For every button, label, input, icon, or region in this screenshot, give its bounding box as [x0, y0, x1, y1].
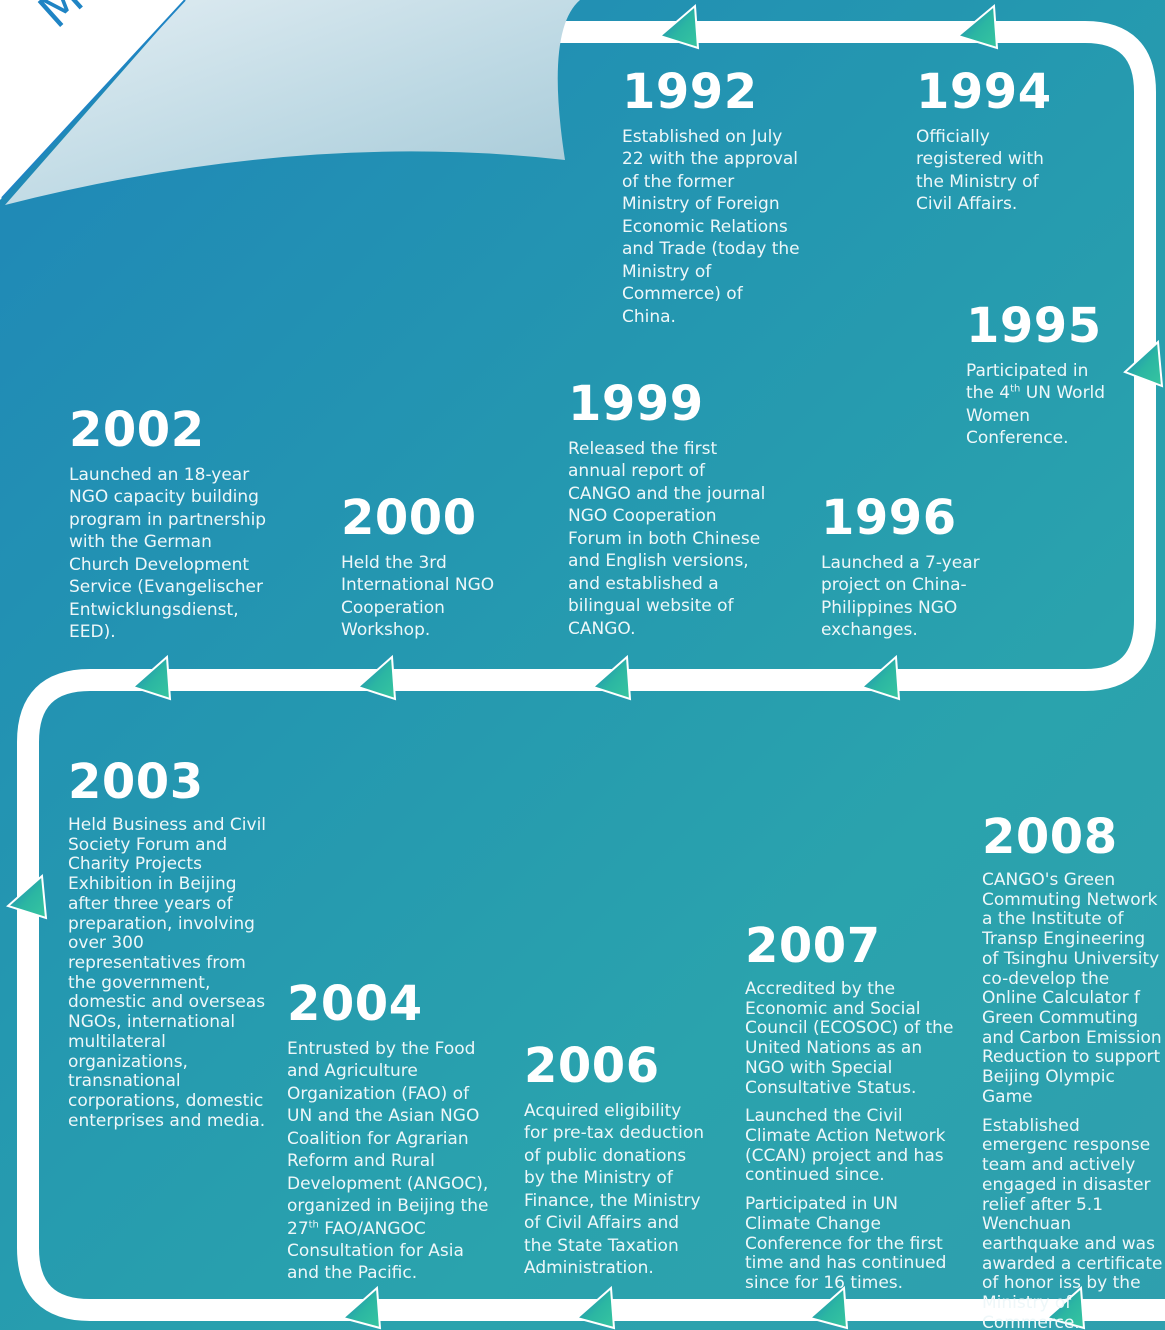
- timeline-event-2004: 2004 Entrusted by the Food and Agricultu…: [287, 980, 492, 1294]
- event-description: Launched an 18-year NGO capacity buildin…: [69, 464, 274, 644]
- event-year: 2007: [745, 918, 881, 974]
- event-year: 1995: [966, 298, 1102, 354]
- event-text: Accredited by the Economic and Social Co…: [745, 979, 954, 1098]
- timeline-event-2000: 2000 Held the 3rd International NGO Coop…: [341, 494, 506, 651]
- event-description: Established on July 22 with the approval…: [622, 126, 800, 328]
- event-year: 1999: [568, 376, 704, 432]
- event-year: 1996: [821, 490, 957, 546]
- event-description: Acquired eligibility for pre-tax deducti…: [524, 1100, 709, 1280]
- timeline-event-2006: 2006 Acquired eligibility for pre-tax de…: [524, 1042, 709, 1289]
- event-text: Held the 3rd International NGO Cooperati…: [341, 553, 495, 641]
- timeline-arrows: [6, 3, 1164, 1330]
- timeline-event-1994: 1994 Officially registered with the Mini…: [916, 64, 1052, 225]
- event-year: 2003: [68, 754, 204, 810]
- event-text: Participated in UN Climate Change Confer…: [745, 1194, 947, 1294]
- event-description: Launched a 7-year project on China-Phili…: [821, 552, 981, 642]
- arrow-marker: [1044, 1285, 1086, 1330]
- event-year: 2004: [287, 976, 423, 1032]
- event-description: CANGO's Green Commuting Network a the In…: [982, 870, 1165, 1330]
- timeline-event-1995: 1995 Participated in the 4th UN World Wo…: [966, 302, 1116, 459]
- event-text: Held Business and Civil Society Forum an…: [68, 815, 267, 1131]
- timeline-event-1996: 1996 Launched a 7-year project on China-…: [821, 494, 981, 651]
- timeline-event-2007: 2007 Accredited by the Economic and Soci…: [745, 922, 960, 1303]
- arrow-marker: [574, 1285, 616, 1330]
- event-text: Participated in the 4th UN World Women C…: [966, 361, 1106, 449]
- timeline-track-line: [17, 21, 1165, 1321]
- event-description: Released the first annual report of CANG…: [568, 438, 773, 640]
- page-fold: [5, 0, 580, 205]
- event-description: Held the 3rd International NGO Cooperati…: [341, 552, 506, 642]
- event-text: Launched the Civil Climate Action Networ…: [745, 1106, 946, 1186]
- timeline-event-2002: 2002 Launched an 18-year NGO capacity bu…: [69, 406, 274, 653]
- event-year: 2002: [69, 402, 205, 458]
- arrow-marker: [340, 1285, 382, 1330]
- event-description: Entrusted by the Food and Agriculture Or…: [287, 1038, 492, 1285]
- event-text: Acquired eligibility for pre-tax deducti…: [524, 1101, 705, 1279]
- arrow-marker: [131, 654, 172, 701]
- arrow-marker: [657, 3, 700, 50]
- arrow-marker: [6, 873, 48, 920]
- page-curl-corner: [0, 0, 580, 205]
- event-text: Officially registered with the Ministry …: [916, 127, 1044, 215]
- timeline-event-1999: 1999 Released the first annual report of…: [568, 380, 773, 649]
- page-fold-edge: [1, 0, 186, 199]
- event-text: Launched an 18-year NGO capacity buildin…: [69, 465, 267, 643]
- event-description: Held Business and Civil Society Forum an…: [68, 815, 273, 1132]
- event-description: Officially registered with the Ministry …: [916, 126, 1046, 216]
- arrow-marker: [860, 654, 901, 701]
- event-text: Established on July 22 with the approval…: [622, 127, 800, 327]
- event-text: Released the first annual report of CANG…: [568, 439, 766, 639]
- timeline-event-1992: 1992 Established on July 22 with the app…: [622, 68, 800, 337]
- timeline-event-2003: 2003 Held Business and Civil Society For…: [68, 758, 273, 1141]
- event-text: Launched a 7-year project on China-Phili…: [821, 553, 980, 641]
- event-text: Entrusted by the Food and Agriculture Or…: [287, 1039, 489, 1284]
- timeline-event-2008: 2008 CANGO's Green Commuting Network a t…: [982, 813, 1165, 1330]
- event-year: 1994: [916, 64, 1052, 120]
- event-text: Established emergenc response team and a…: [982, 1115, 1163, 1330]
- event-description: Accredited by the Economic and Social Co…: [745, 979, 960, 1294]
- event-description: Participated in the 4th UN World Women C…: [966, 360, 1116, 450]
- event-year: 1992: [622, 64, 758, 120]
- event-year: 2006: [524, 1038, 660, 1094]
- event-text: CANGO's Green Commuting Network a the In…: [982, 870, 1162, 1107]
- arrow-marker: [591, 654, 632, 701]
- arrow-marker: [955, 3, 999, 50]
- arrow-marker: [356, 654, 397, 701]
- arrow-marker: [807, 1285, 849, 1330]
- arrow-marker: [1123, 339, 1164, 388]
- event-year: 2008: [982, 813, 1118, 865]
- event-year: 2000: [341, 490, 477, 546]
